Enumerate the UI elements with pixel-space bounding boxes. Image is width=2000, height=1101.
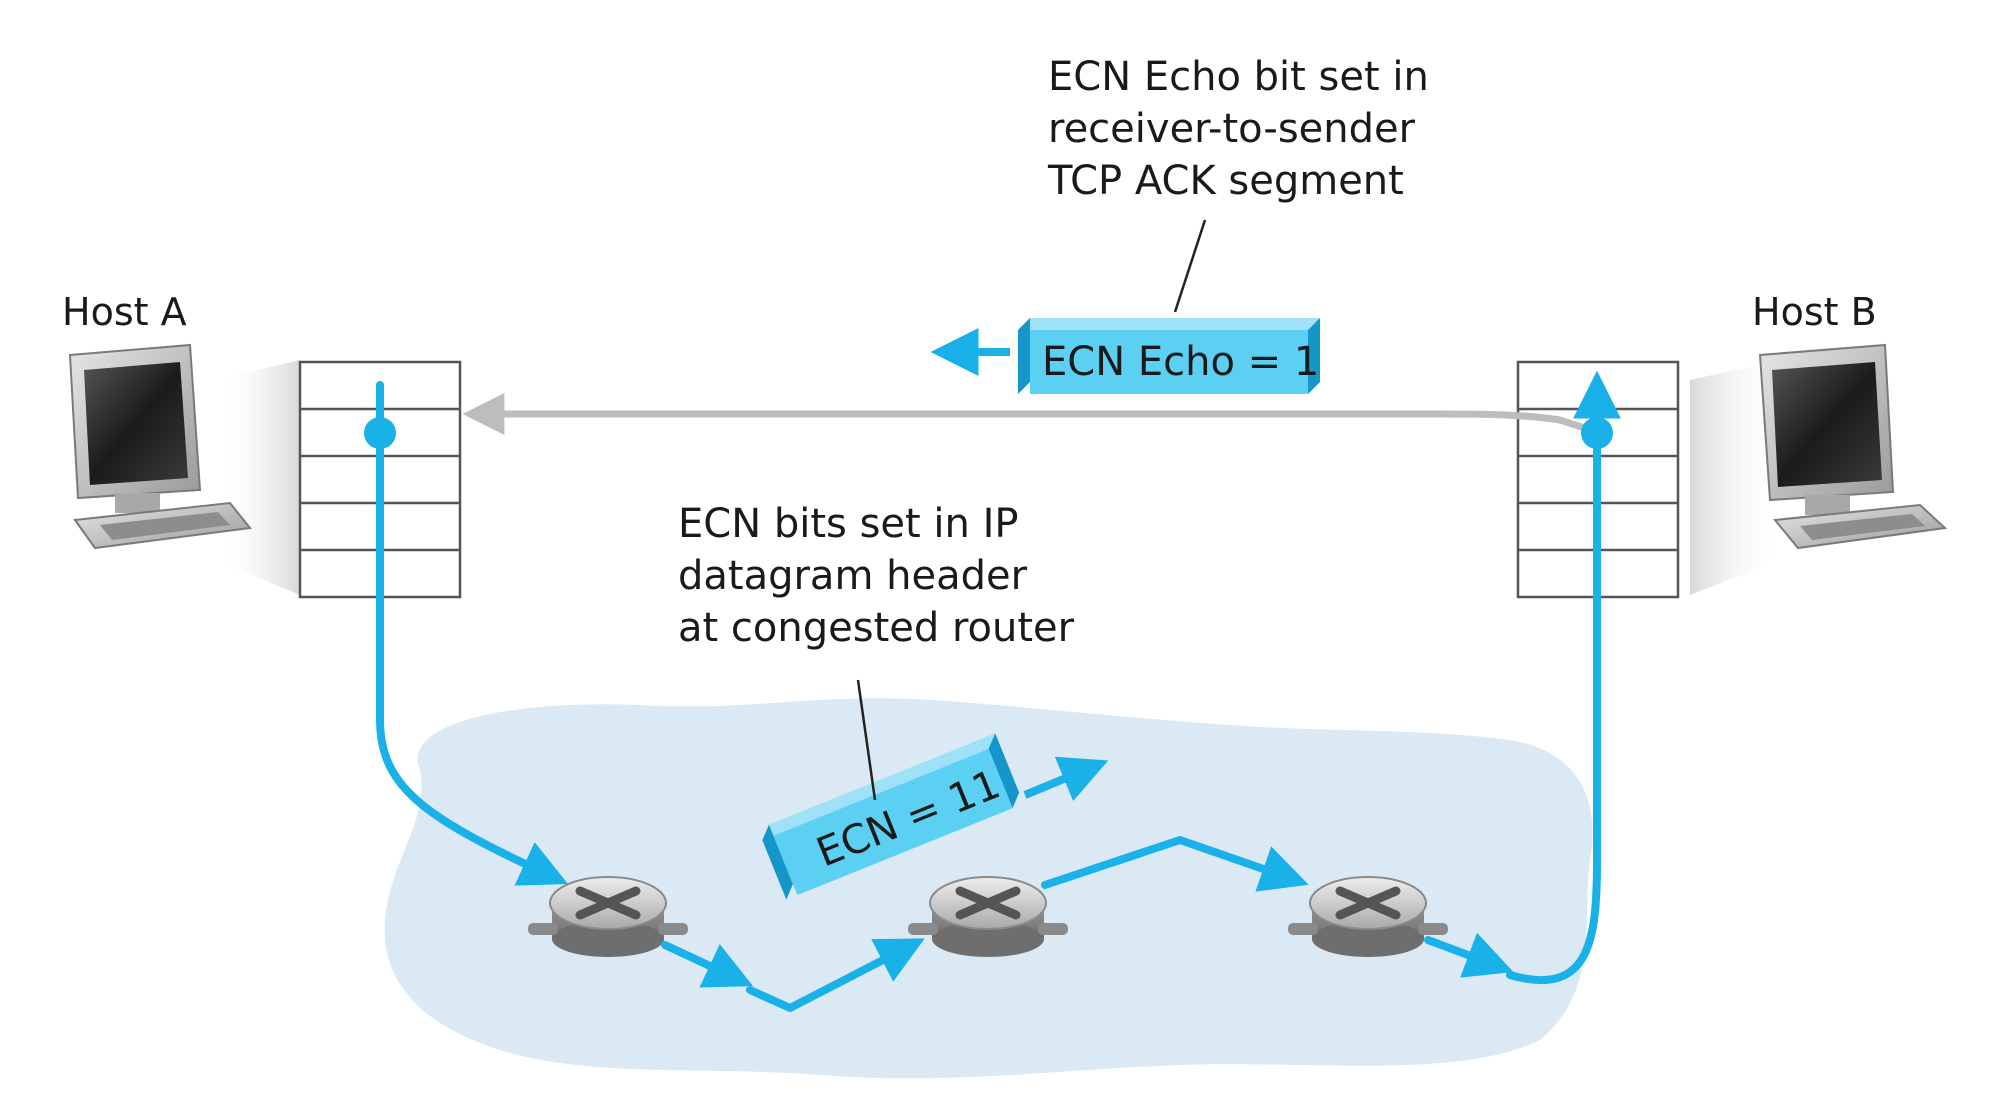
echo-note-line-3: TCP ACK segment <box>1047 158 1404 204</box>
ip-note-line-3: at congested router <box>678 605 1075 651</box>
flow-up-to-host-b <box>1506 370 1621 985</box>
ip-note-line-1: ECN bits set in IP <box>678 501 1019 547</box>
ip-note: ECN bits set in IP datagram header at co… <box>678 501 1075 651</box>
ecn-echo-label: ECN Echo = 1 <box>1042 339 1319 385</box>
ecn-direction-arrow <box>1023 756 1109 802</box>
host-b-transport-dot <box>1581 417 1613 449</box>
flow-router2-to-peak <box>1041 836 1309 892</box>
data-flow-path <box>376 370 1621 1012</box>
echo-note-line-1: ECN Echo bit set in <box>1048 54 1429 100</box>
ip-note-leader <box>856 679 877 801</box>
host-a-label: Host A <box>62 290 187 334</box>
flow-host-a-down <box>376 381 569 886</box>
flow-valley-to-router2 <box>746 938 925 1012</box>
echo-note-leader <box>1173 219 1207 313</box>
ack-return-path <box>462 393 1599 436</box>
flow-router3-to-corner <box>1424 932 1514 978</box>
echo-note-line-2: receiver-to-sender <box>1048 106 1416 152</box>
host-a-computer-icon <box>68 343 300 595</box>
host-b-label: Host B <box>1752 290 1877 334</box>
router-2-icon <box>908 876 1068 957</box>
host-a-transport-dot <box>364 417 396 449</box>
router-3-icon <box>1288 876 1448 957</box>
host-b-computer-icon <box>1690 343 1948 595</box>
echo-note: ECN Echo bit set in receiver-to-sender T… <box>1047 54 1442 204</box>
router-1-icon <box>528 876 688 957</box>
ip-note-line-2: datagram header <box>678 553 1028 599</box>
flow-router1-to-valley <box>661 941 754 988</box>
ecn-echo-packet: ECN Echo = 1 <box>1018 318 1320 394</box>
